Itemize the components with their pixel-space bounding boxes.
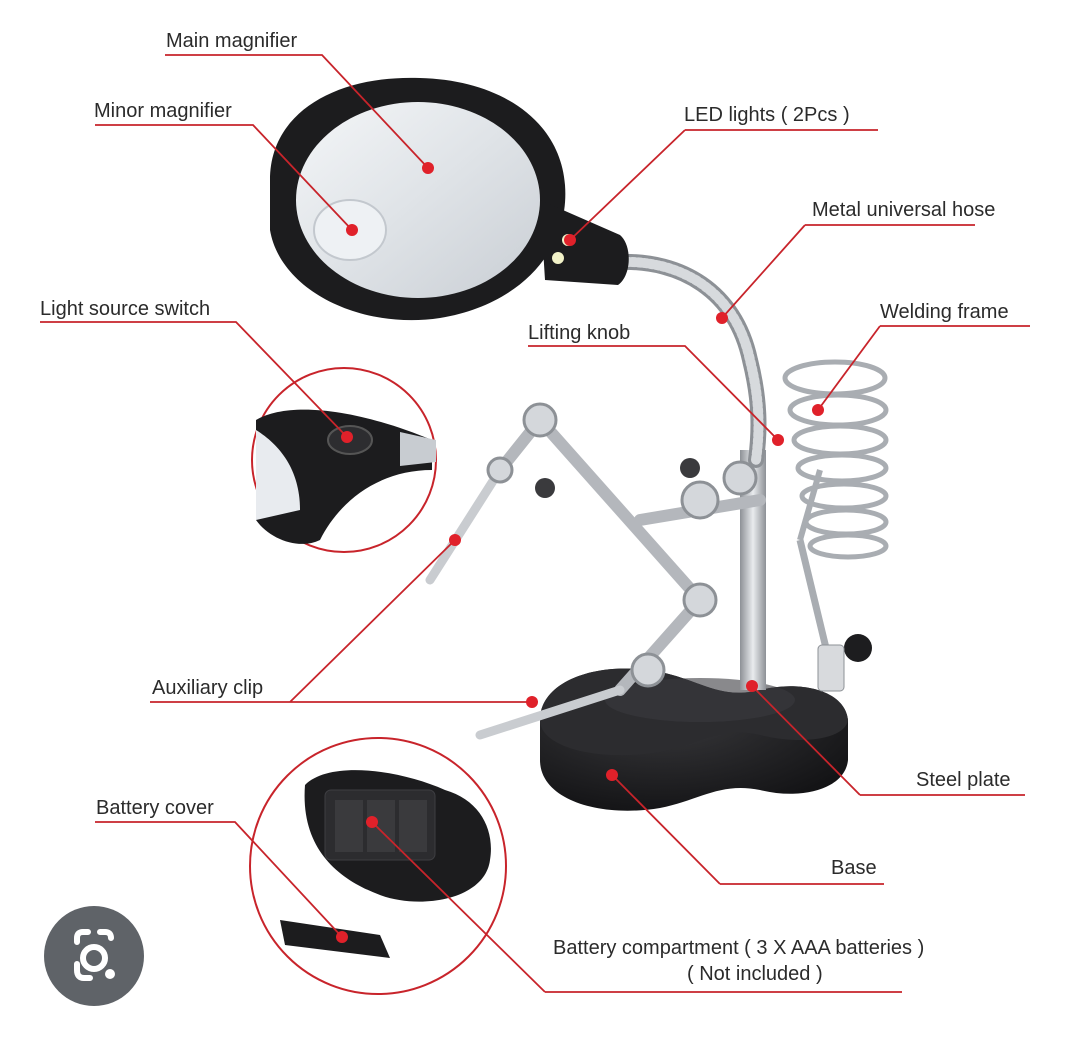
- label-battery-compartment-note: ( Not included ): [687, 963, 823, 985]
- callout-steel-plate: [751, 685, 1025, 796]
- callout-light-switch: [40, 321, 348, 438]
- callout-led-lights: [569, 129, 878, 241]
- label-base: Base: [831, 857, 877, 879]
- label-lifting-knob: Lifting knob: [528, 322, 631, 344]
- google-lens-icon: [74, 929, 115, 981]
- helping-hands: [425, 402, 766, 740]
- label-minor-magnifier: Minor magnifier: [94, 100, 232, 122]
- label-steel-plate: Steel plate: [916, 769, 1011, 791]
- label-metal-universal-hose: Metal universal hose: [812, 199, 996, 221]
- callout-base: [611, 774, 884, 885]
- callout-dots: [336, 162, 824, 943]
- switch-inset: [251, 367, 437, 553]
- label-auxiliary-clip: Auxiliary clip: [152, 677, 264, 699]
- callout-minor-magnifier: [95, 124, 353, 231]
- callout-battery-cover: [95, 821, 343, 938]
- callouts: [40, 54, 1030, 993]
- google-lens-button[interactable]: [44, 906, 144, 1006]
- label-battery-cover: Battery cover: [96, 797, 214, 819]
- callout-lifting-knob: [528, 345, 779, 441]
- callout-auxiliary-clip: [150, 539, 532, 703]
- label-welding-frame: Welding frame: [880, 301, 1009, 323]
- product-illustration: [249, 77, 889, 995]
- label-light-source-switch: Light source switch: [40, 298, 211, 320]
- label-main-magnifier: Main magnifier: [166, 30, 298, 52]
- base-unit: [540, 668, 848, 811]
- callout-battery-compartment: [371, 821, 902, 993]
- callout-welding-frame: [817, 325, 1030, 411]
- magnifier-head: [270, 77, 629, 321]
- callout-metal-hose: [721, 224, 975, 319]
- label-battery-compartment: Battery compartment ( 3 X AAA batteries …: [553, 937, 925, 959]
- battery-inset: [249, 737, 507, 995]
- welding-frame: [782, 359, 889, 649]
- welding-frame-knob: [844, 634, 872, 662]
- callout-main-magnifier: [165, 54, 429, 169]
- label-led-lights: LED lights ( 2Pcs ): [684, 104, 850, 126]
